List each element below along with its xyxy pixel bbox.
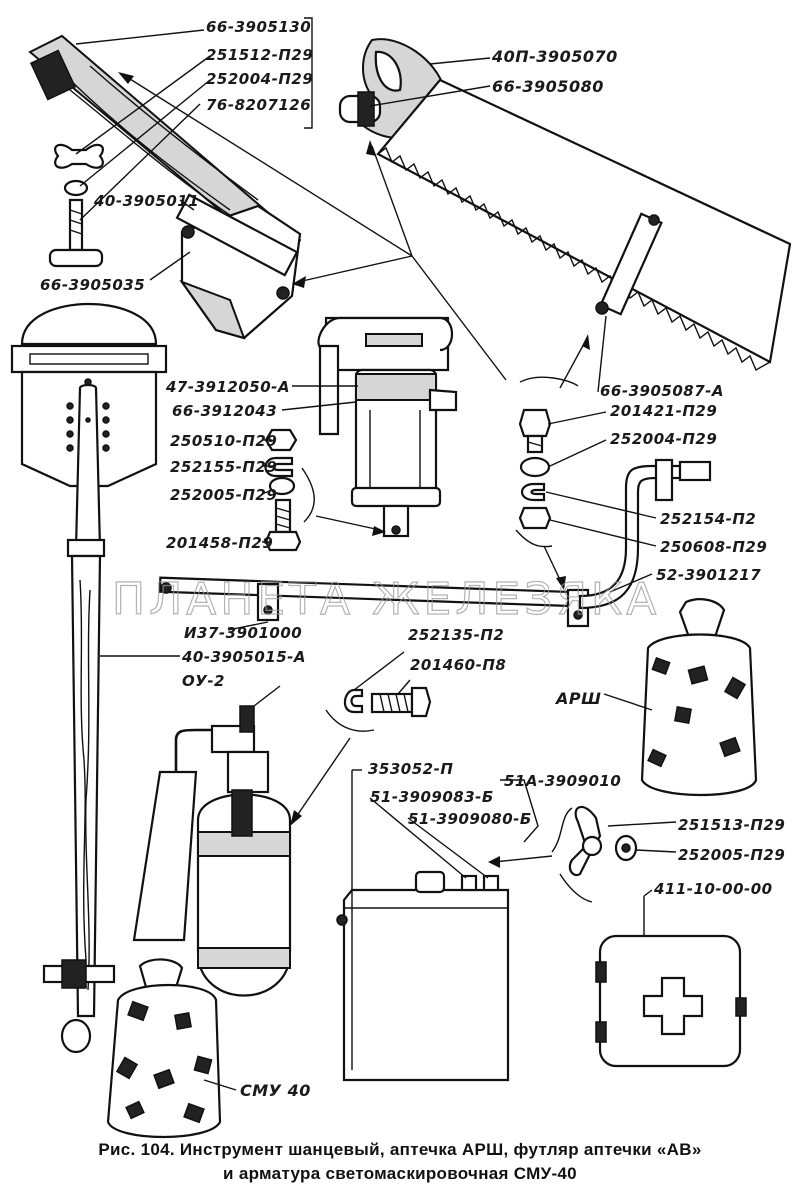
holder-loop [318, 344, 340, 436]
label-411-10-00-00: 411-10-00-00 [653, 880, 773, 898]
shovel-handle [70, 554, 102, 1018]
label-353052-p: 353052-П [368, 760, 453, 778]
battery-body [342, 888, 510, 1082]
label-252004-p29-right: 252004-П29 [610, 430, 717, 448]
label-252005-p29-left: 252005-П29 [170, 486, 277, 504]
battery-box [336, 870, 510, 1082]
label-252155-p29: 252155-П29 [170, 458, 277, 476]
axe-bracket [175, 193, 299, 277]
fire-extinguisher [132, 705, 292, 997]
label-252005-p29-right: 252005-П29 [678, 846, 785, 864]
label-i37-3901000: И37-3901000 [184, 624, 302, 642]
figure-caption-line2: и арматура светомаскировочная СМУ-40 [223, 1164, 577, 1183]
figure-caption-line1: Рис. 104. Инструмент шанцевый, аптечка А… [98, 1140, 702, 1159]
red-cross-icon [642, 976, 704, 1036]
part-labels: 66-3905130 251512-П29 252004-П29 76-8207… [40, 18, 785, 1100]
t-bolt [68, 198, 84, 252]
label-smu40: СМУ 40 [240, 1081, 311, 1100]
smu40-bag-body [106, 983, 222, 1139]
smu40-bag [106, 958, 222, 1139]
spring-washer [264, 456, 294, 478]
label-252004-p29-top: 252004-П29 [206, 70, 313, 88]
canister-holder [317, 316, 458, 538]
label-40-3905011: 40-3905011 [93, 192, 199, 210]
label-252135-p2: 252135-П2 [408, 626, 504, 644]
label-201460-p8: 201460-П8 [410, 656, 506, 674]
mount-bar [158, 458, 712, 628]
label-51-3909083-b: 51-3909083-Б [370, 788, 494, 806]
arsh-kit-bag [640, 598, 758, 797]
wing-nut [54, 143, 104, 169]
fasteners-right [518, 408, 552, 530]
label-52-3901217: 52-3901217 [656, 566, 761, 584]
wing-nut-right [568, 806, 638, 877]
label-201421-p29: 201421-П29 [610, 402, 717, 420]
label-40p-3905070: 40П-3905070 [491, 47, 618, 66]
extinguisher-horn [132, 770, 198, 942]
bolt-group-center [343, 686, 432, 718]
axe [28, 34, 302, 340]
label-arsh: АРШ [554, 689, 601, 708]
label-66-3912043: 66-3912043 [172, 402, 277, 420]
fasteners-left [264, 428, 302, 552]
label-76-8207126: 76-8207126 [206, 96, 311, 114]
shovel [10, 302, 168, 1054]
first-aid-case [595, 934, 747, 1068]
bolt-head [518, 408, 552, 438]
split-washer [520, 482, 546, 502]
flat-washer [268, 476, 296, 496]
label-47-3912050-a: 47-3912050-А [165, 378, 290, 396]
saw [338, 38, 792, 371]
label-66-3905130: 66-3905130 [206, 18, 311, 36]
t-bolt-head [48, 248, 104, 268]
label-66-3905080: 66-3905080 [492, 77, 604, 96]
label-66-3905087-a: 66-3905087-А [600, 382, 724, 400]
label-51a-3909010: 51А-3909010 [504, 772, 621, 790]
shovel-cover-top [20, 302, 158, 346]
label-40-3905015-a: 40-3905015-А [181, 648, 306, 666]
label-250510-p29: 250510-П29 [170, 432, 277, 450]
label-66-3905035: 66-3905035 [40, 276, 145, 294]
handle-knob [60, 1018, 92, 1054]
leader-lines [75, 17, 677, 1091]
label-251512-p29: 251512-П29 [206, 46, 313, 64]
label-252154-p2: 252154-П2 [660, 510, 756, 528]
label-51-3909080-b: 51-3909080-Б [408, 810, 532, 828]
label-250608-p29: 250608-П29 [660, 538, 767, 556]
handle-end-clamp [29, 49, 77, 101]
watermark: ПЛАНЕТА ЖЕЛЕЗЯКА [112, 574, 660, 625]
washer-a [519, 456, 551, 478]
label-201458-p29: 201458-П29 [166, 534, 273, 552]
label-251513-p29: 251513-П29 [678, 816, 785, 834]
nut [518, 506, 552, 530]
label-ou-2: ОУ-2 [182, 672, 225, 690]
